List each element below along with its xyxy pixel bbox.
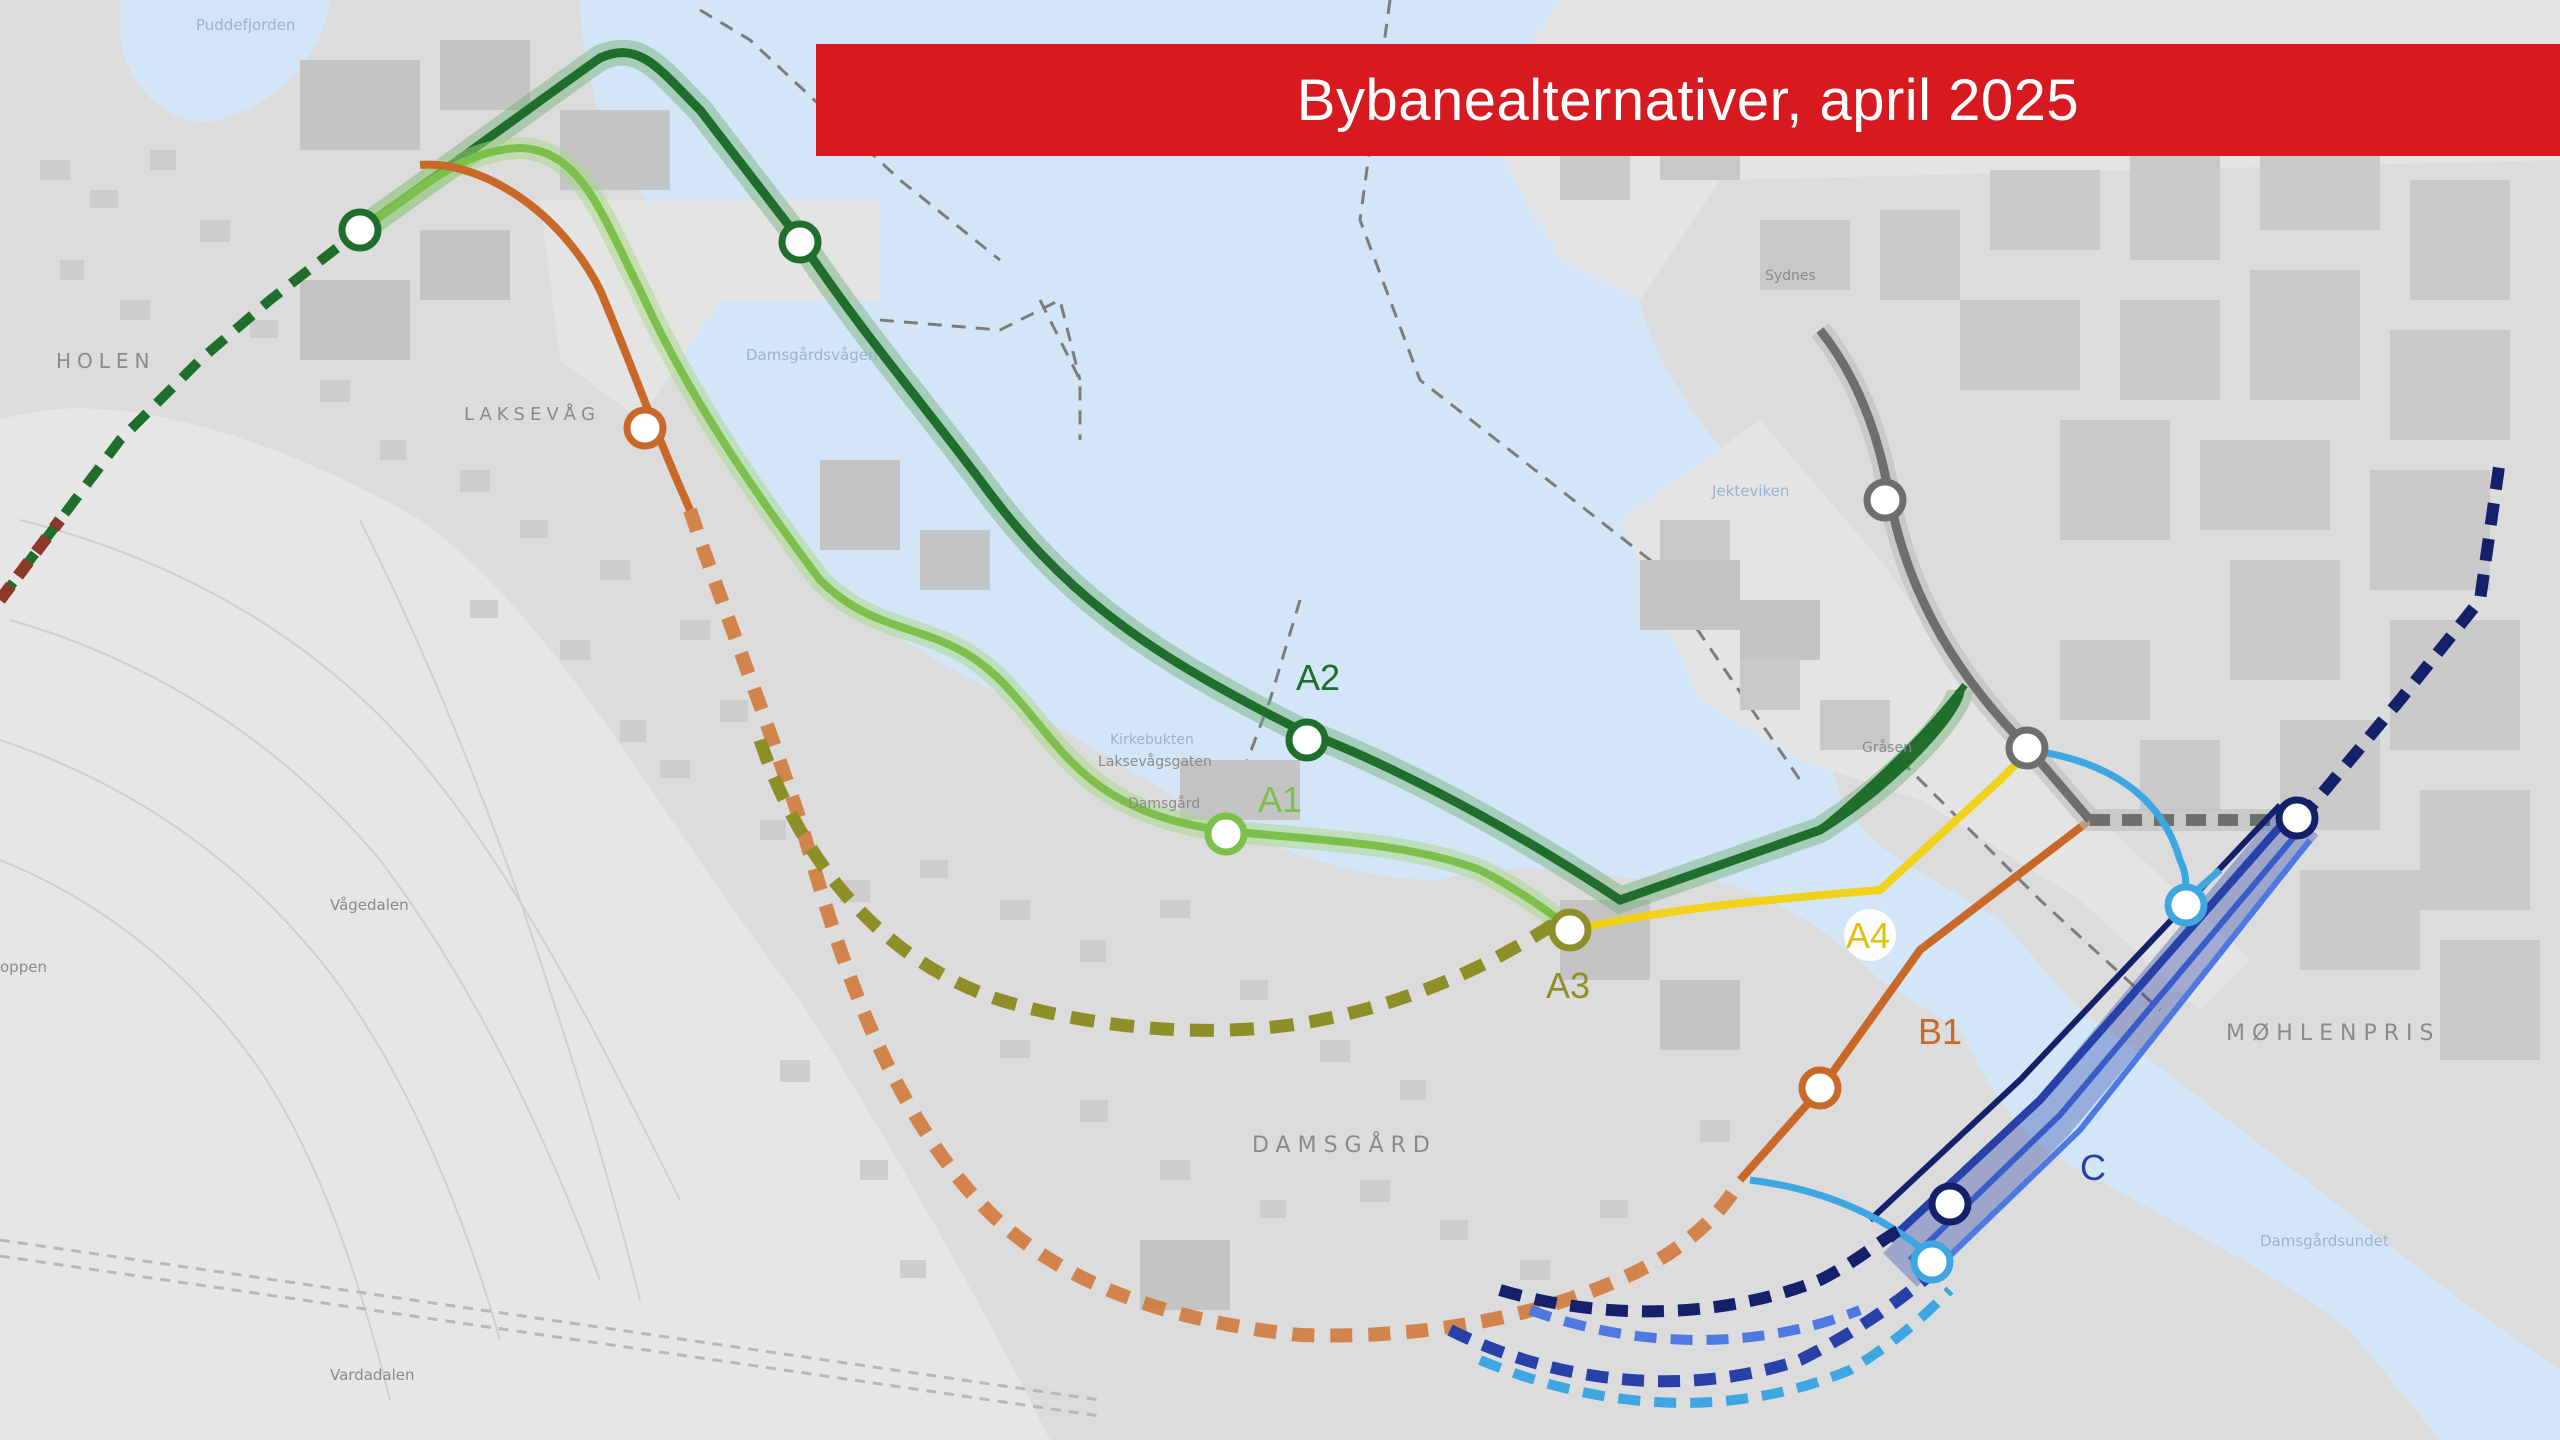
- station-a2-laksevag-north[interactable]: [778, 220, 822, 264]
- route-label-c: C: [2080, 1147, 2106, 1188]
- place-vardadalen: Vardadalen: [330, 1366, 415, 1384]
- railway: [0, 1238, 1101, 1418]
- city-blocks: [1560, 130, 2540, 1060]
- route-a2-line[interactable]: [357, 48, 1965, 905]
- station-holen[interactable]: [338, 208, 382, 252]
- route-c-northeast-tunnel[interactable]: [2295, 459, 2506, 824]
- water-label-damsgardsvagen: Damsgårdsvågen: [746, 346, 877, 364]
- residential-texture: [40, 150, 1730, 1280]
- station-c-damsgard[interactable]: [1928, 1182, 1972, 1226]
- route-a3-tunnel[interactable]: [753, 737, 1564, 1037]
- place-holen: HOLEN: [56, 349, 156, 373]
- water-labels: Puddefjorden Damsgårdsvågen Jekteviken D…: [196, 16, 2389, 1250]
- route-a1-line[interactable]: [357, 143, 1575, 934]
- route-label-a1: A1: [1258, 779, 1302, 820]
- route-c-lightblue-west[interactable]: [1749, 1176, 1938, 1263]
- station-a1-mid[interactable]: [1204, 812, 1248, 856]
- route-a2-west-tunnel[interactable]: [0, 226, 364, 603]
- route-a2-east[interactable]: [1817, 682, 1968, 833]
- station-b1-east[interactable]: [1798, 1066, 1842, 1110]
- route-b1-east[interactable]: [1737, 816, 2093, 1183]
- place-mohlenpris: MØHLENPRIS: [2226, 1021, 2440, 1046]
- route-c-line-3[interactable]: [1927, 838, 2313, 1278]
- place-laksevag: LAKSEVÅG: [464, 403, 600, 425]
- place-sydnes: Sydnes: [1765, 268, 1816, 284]
- place-vagedalen: Vågedalen: [330, 896, 409, 914]
- place-hoppen: oppen: [0, 958, 47, 976]
- route-c-tunnel-1[interactable]: [1447, 1270, 1934, 1388]
- industrial-buildings: [300, 40, 1820, 1310]
- route-label-a4: A4: [1846, 915, 1890, 956]
- station-a3-junction[interactable]: [1548, 908, 1592, 952]
- place-grasen: Gråsen: [1862, 739, 1912, 756]
- station-grasen[interactable]: [2005, 726, 2049, 770]
- route-label-b1: B1: [1918, 1011, 1962, 1052]
- stations[interactable]: [338, 208, 2319, 1284]
- route-label-a3: A3: [1546, 965, 1590, 1006]
- mountain-terrain: [0, 408, 1050, 1440]
- station-c-mohlenpris[interactable]: [2275, 796, 2319, 840]
- water-label-jekteviken: Jekteviken: [1711, 482, 1789, 500]
- route-a4-line[interactable]: [1571, 747, 2033, 934]
- title-banner: Bybanealternativer, april 2025: [816, 44, 2560, 156]
- place-damsgard-small: Damsgård: [1128, 795, 1200, 812]
- route-c-tunnel-3[interactable]: [1498, 1224, 1903, 1318]
- water-nordvagen: [120, 0, 330, 122]
- route-c-tunnel-4[interactable]: [1528, 1305, 1862, 1345]
- water-label-damsgardsundet: Damsgårdsundet: [2260, 1232, 2389, 1250]
- station-b1-laksevag[interactable]: [623, 406, 667, 450]
- station-grey-north[interactable]: [1863, 478, 1907, 522]
- station-c-light-north[interactable]: [2164, 883, 2208, 927]
- contour-lines: [0, 519, 681, 1401]
- map-title: Bybanealternativer, april 2025: [1296, 67, 2080, 133]
- route-label-a2: A2: [1296, 657, 1340, 698]
- route-b1-tunnel[interactable]: [683, 507, 1747, 1343]
- place-labels: HOLEN LAKSEVÅG DAMSGÅRD MØHLENPRIS Våged…: [0, 268, 2440, 1384]
- a4-label-badge: [1844, 909, 1896, 961]
- route-grey-line[interactable]: [1816, 327, 2094, 823]
- place-damsgard: DAMSGÅRD: [1252, 1131, 1437, 1158]
- place-laksevagsgaten: Laksevågsgaten: [1098, 753, 1212, 770]
- route-b1-west-tunnel[interactable]: [0, 516, 65, 604]
- station-a2-mid[interactable]: [1285, 718, 1329, 762]
- station-c-light-south[interactable]: [1910, 1240, 1954, 1284]
- water-label-north: Puddefjorden: [196, 16, 295, 34]
- water-label-kirkebukten: Kirkebukten: [1110, 732, 1194, 748]
